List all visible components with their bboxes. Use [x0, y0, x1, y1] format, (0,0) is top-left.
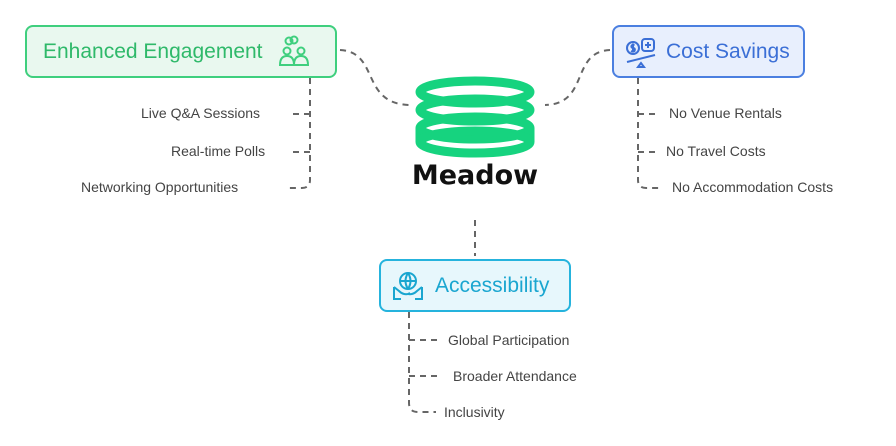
money-scale-icon — [624, 35, 658, 69]
access-item-global: Global Participation — [448, 332, 570, 348]
cost-item-accommodation: No Accommodation Costs — [672, 179, 834, 195]
branch-accessibility[interactable]: Accessibility — [379, 259, 571, 312]
engagement-item-qa: Live Q&A Sessions — [141, 105, 261, 121]
people-group-icon — [277, 35, 311, 69]
branch-accessibility-title: Accessibility — [435, 273, 550, 297]
branch-cost-savings[interactable]: Cost Savings — [612, 25, 805, 78]
cost-item-travel: No Travel Costs — [666, 143, 766, 159]
accessibility-subtree — [408, 312, 436, 413]
cost-item-venue: No Venue Rentals — [669, 105, 782, 121]
brand-name: Meadow — [411, 160, 539, 191]
branch-engagement[interactable]: Enhanced Engagement — [25, 25, 337, 78]
engagement-item-polls: Real-time Polls — [171, 143, 266, 159]
engagement-item-networking: Networking Opportunities — [81, 179, 239, 195]
engagement-subtree — [288, 78, 311, 189]
connector-engagement — [339, 49, 411, 106]
connector-cost — [544, 49, 611, 106]
cost-subtree — [637, 78, 662, 189]
access-item-inclusivity: Inclusivity — [444, 404, 505, 420]
branch-cost-savings-title: Cost Savings — [666, 39, 790, 63]
globe-hands-icon — [391, 269, 425, 303]
meadow-logo-icon — [415, 76, 535, 158]
branch-engagement-title: Enhanced Engagement — [43, 39, 263, 63]
access-item-broader: Broader Attendance — [453, 368, 577, 384]
